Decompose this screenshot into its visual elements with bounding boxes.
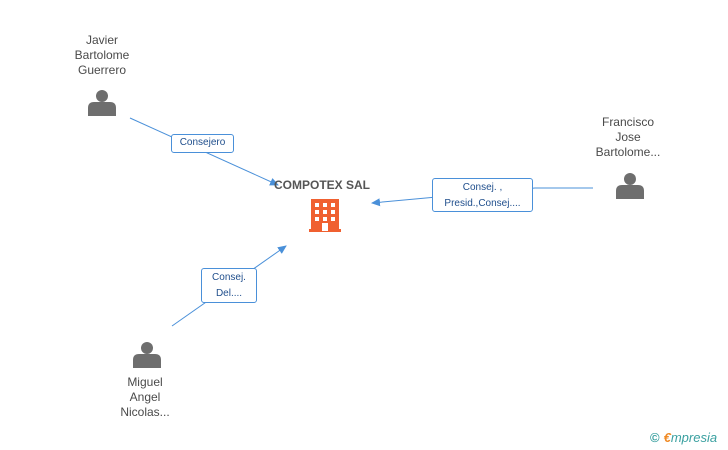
copyright-symbol: © bbox=[650, 430, 660, 445]
building-icon[interactable] bbox=[309, 199, 341, 232]
person-name-francisco[interactable]: Francisco Jose Bartolome... bbox=[595, 115, 661, 159]
person-name-javier[interactable]: Javier Bartolome Guerrero bbox=[74, 33, 130, 77]
company-name[interactable]: COMPOTEX SAL bbox=[273, 178, 370, 192]
relation-label-francisco[interactable]: Consej. , Presid.,Consej.... bbox=[432, 178, 533, 212]
person-icon[interactable] bbox=[616, 173, 644, 199]
edge-francisco-company bbox=[371, 187, 593, 207]
person-icon[interactable] bbox=[133, 342, 161, 368]
relation-label-javier[interactable]: Consejero bbox=[171, 134, 234, 153]
brand-initial: € bbox=[663, 430, 671, 445]
relation-label-miguel[interactable]: Consej. Del.... bbox=[201, 268, 257, 303]
empresia-watermark: ©€mpresia bbox=[650, 430, 717, 445]
person-icon[interactable] bbox=[88, 90, 116, 116]
brand-name: mpresia bbox=[670, 430, 718, 445]
person-name-miguel[interactable]: Miguel Angel Nicolas... bbox=[120, 375, 170, 419]
